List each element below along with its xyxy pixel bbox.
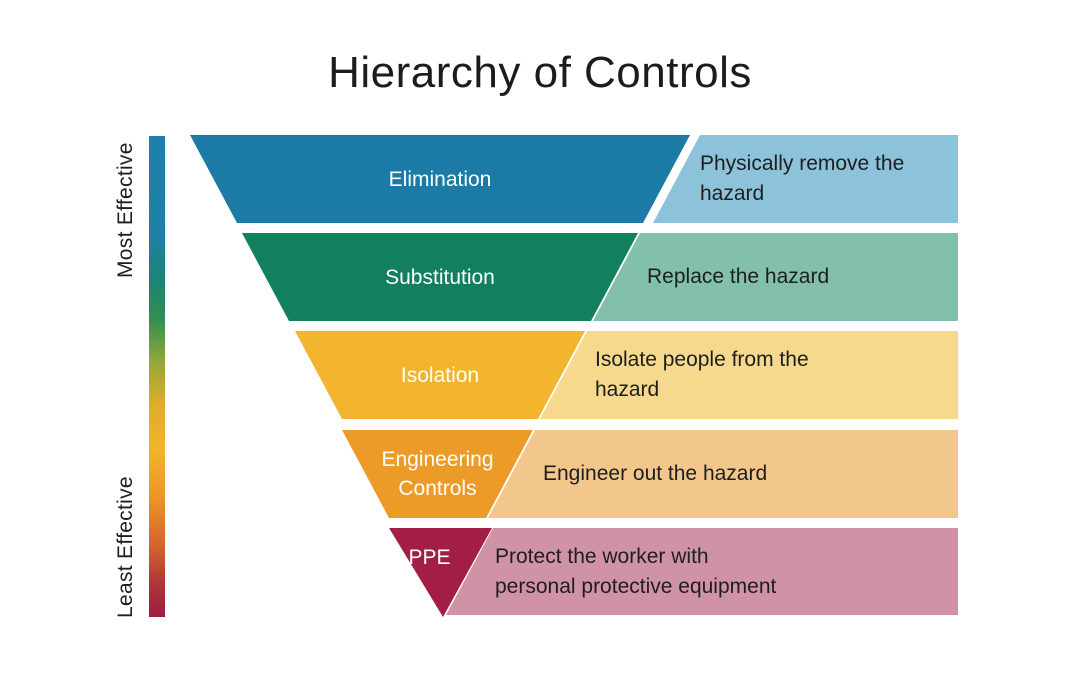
- isolation-description: Isolate people from the hazard: [595, 348, 809, 401]
- isolation-label: Isolation: [400, 363, 480, 387]
- ppe-description-box: [446, 528, 958, 615]
- isolation-shape: [295, 331, 585, 419]
- elimination-shape: [190, 135, 690, 223]
- isolation-description-box: [540, 331, 958, 419]
- engineering-controls-description-box: [488, 430, 958, 518]
- elimination-description: Physically remove the hazard: [700, 152, 905, 205]
- most-effective-label: Most Effective: [114, 142, 137, 278]
- ppe-label: PPE: [408, 545, 451, 569]
- effectiveness-scale-bar: [149, 136, 165, 617]
- engineering-controls-label: Engineering Controls: [381, 448, 494, 500]
- ppe-description: Protect the worker with personal protect…: [495, 544, 777, 598]
- substitution-shape: [242, 233, 638, 321]
- substitution-label: Substitution: [385, 265, 495, 289]
- elimination-label: Elimination: [388, 167, 492, 191]
- engineering-controls-description: Engineer out the hazard: [543, 462, 768, 485]
- page-title: Hierarchy of Controls: [328, 48, 752, 97]
- least-effective-label: Least Effective: [114, 476, 137, 618]
- elimination-description-box: [653, 135, 958, 223]
- substitution-description: Replace the hazard: [647, 265, 830, 288]
- substitution-description-box: [593, 233, 958, 321]
